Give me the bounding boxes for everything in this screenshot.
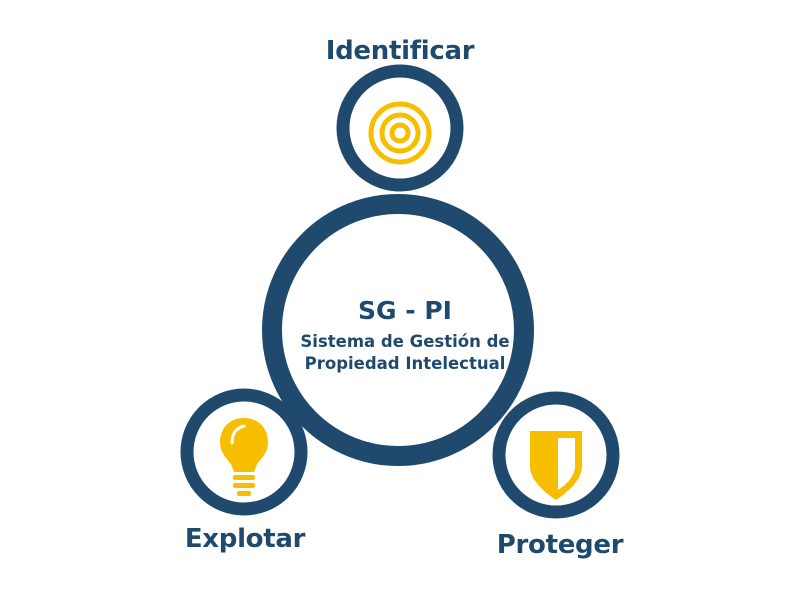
node-label-identificar: Identificar xyxy=(325,36,475,66)
node-identificar xyxy=(336,64,464,192)
center-text: SG - PI Sistema de Gestión de Propiedad … xyxy=(270,296,540,375)
node-explotar xyxy=(180,388,308,516)
center-circle xyxy=(262,194,534,466)
center-subtitle: Sistema de Gestión de Propiedad Intelect… xyxy=(300,332,510,373)
center-title: SG - PI xyxy=(358,296,452,325)
target-icon xyxy=(368,101,432,165)
lightbulb-icon xyxy=(220,418,268,496)
node-label-explotar: Explotar xyxy=(184,524,306,554)
node-label-proteger: Proteger xyxy=(496,530,624,560)
node-proteger xyxy=(492,391,620,519)
shield-icon xyxy=(530,431,582,500)
node-identificar-circle xyxy=(336,64,464,192)
